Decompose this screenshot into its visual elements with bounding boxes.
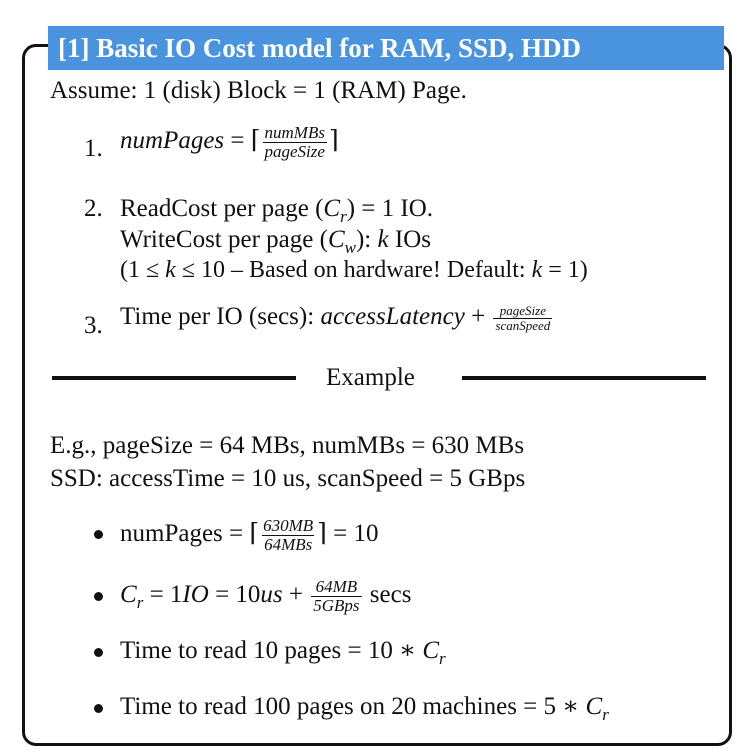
equals-one: = 1: [143, 581, 183, 609]
write-cost-line: WriteCost per page (Cw): k IOs: [120, 227, 431, 256]
cr-var: C: [585, 693, 603, 720]
bullet-marker: [94, 530, 103, 539]
equals-ceil: = ⌈: [224, 127, 261, 155]
item-2-number: 2.: [84, 195, 103, 222]
write-cost-sub: w: [344, 238, 356, 257]
time-per-io-label: Time per IO (secs):: [120, 303, 321, 330]
read-cost-line: ReadCost per page (Cr) = 1 IO.: [120, 196, 433, 225]
assumption-text: Assume: 1 (disk) Block = 1 (RAM) Page.: [50, 77, 467, 104]
frac-numerator: 630MB: [263, 516, 314, 535]
range-close: = 1): [542, 257, 588, 283]
bullet-marker: [94, 592, 103, 601]
divider-left: [52, 376, 296, 380]
divider-label: Example: [326, 364, 415, 391]
frac-denominator: 64MBs: [262, 534, 315, 554]
range-k: k: [165, 257, 176, 283]
frac-denominator: pageSize: [262, 141, 327, 161]
divider-right: [462, 376, 706, 380]
item-3-number: 3.: [84, 312, 103, 339]
write-cost-k: k: [377, 226, 389, 253]
slide-title: [1] Basic IO Cost model for RAM, SSD, HD…: [48, 26, 724, 70]
plus-sign: +: [464, 303, 492, 330]
read-cost-var: C: [323, 195, 341, 222]
frac-denominator: scanSpeed: [493, 317, 553, 333]
write-cost-colon: ):: [355, 226, 378, 253]
k-range-line: (1 ≤ k ≤ 10 – Based on hardware! Default…: [120, 258, 588, 282]
bullet-read-10-pages: Time to read 10 pages = 10 ∗ Cr: [120, 638, 446, 667]
example-line-2: SSD: accessTime = 10 us, scanSpeed = 5 G…: [50, 465, 526, 492]
time-per-io-line: Time per IO (secs): accessLatency + page…: [120, 304, 554, 332]
ceil-close: ⌉: [328, 127, 339, 155]
write-cost-label: WriteCost per page (: [120, 226, 328, 253]
frac-numerator: numMBs: [264, 123, 325, 142]
read-10-text: Time to read 10 pages = 10 ∗: [120, 637, 423, 664]
example-line-1: E.g., pageSize = 64 MBs, numMBs = 630 MB…: [50, 432, 525, 459]
num-pages-var: numPages: [120, 127, 225, 155]
io-var: IO: [182, 581, 209, 609]
num-pages-label: numPages = ⌈: [120, 520, 260, 548]
read-cost-sub: r: [340, 207, 347, 226]
item-1-number: 1.: [84, 135, 103, 162]
range-middle: ≤ 10 – Based on hardware! Default:: [175, 257, 532, 283]
bullet-marker: [94, 648, 103, 657]
equals-ten: = 10: [208, 581, 261, 609]
access-latency-var: accessLatency: [320, 303, 465, 330]
bullet-read-100-pages: Time to read 100 pages on 20 machines = …: [120, 694, 609, 723]
range-k-default: k: [531, 257, 543, 283]
us-unit: us: [260, 581, 283, 609]
plus-sign: +: [282, 581, 310, 609]
num-pages-result: ⌉ = 10: [317, 520, 379, 548]
secs-unit: secs: [363, 581, 412, 609]
read-100-text: Time to read 100 pages on 20 machines = …: [120, 693, 586, 720]
bullet-marker: [94, 704, 103, 713]
frac-numerator: pageSize: [499, 303, 546, 319]
cr-sub: r: [136, 593, 144, 613]
write-cost-unit: IOs: [388, 226, 431, 253]
frac-denominator: 5GBps: [311, 595, 362, 615]
cr-var: C: [120, 581, 137, 609]
read-cost-label: ReadCost per page (: [120, 195, 324, 222]
write-cost-var: C: [327, 226, 345, 253]
frac-numerator: 64MB: [315, 577, 358, 596]
cr-var: C: [422, 637, 440, 664]
range-open: (1 ≤: [120, 257, 166, 283]
cr-sub: r: [439, 649, 446, 668]
read-cost-value: ) = 1 IO.: [346, 195, 434, 222]
cr-sub: r: [602, 705, 609, 724]
